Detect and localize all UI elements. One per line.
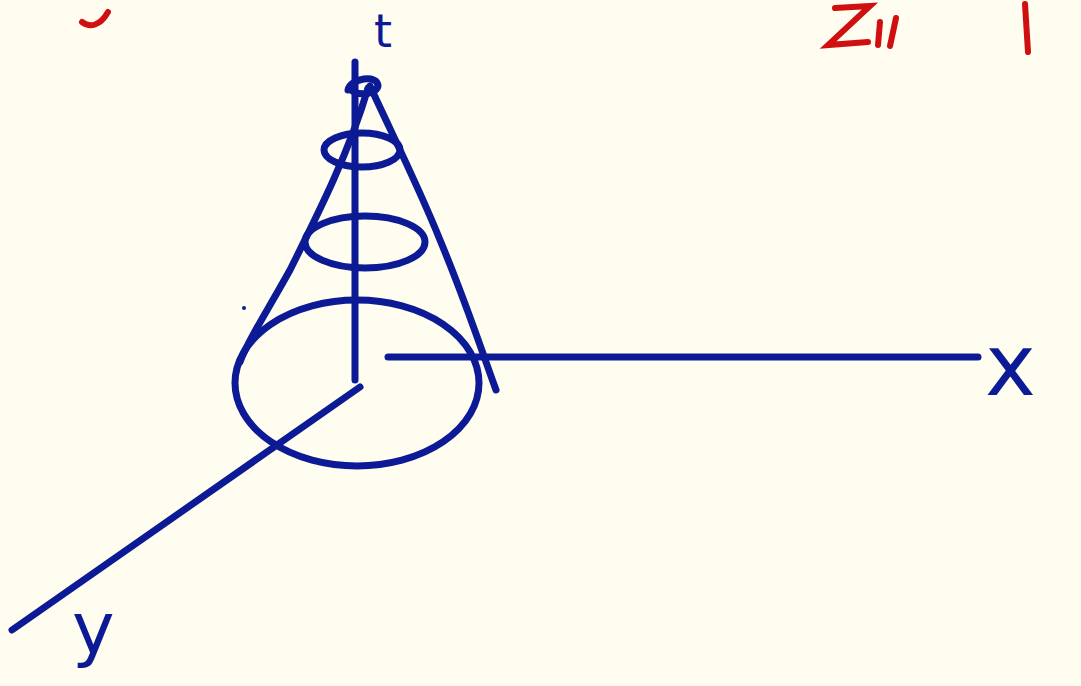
cone-side (240, 88, 368, 362)
cut-off-note (82, 4, 1028, 52)
axis-label: y (72, 592, 115, 664)
cone-apex (348, 79, 378, 94)
level-circle (324, 133, 400, 167)
level-circle (305, 216, 425, 268)
y-axis (12, 387, 360, 630)
t-axis (352, 62, 359, 380)
axis-label: x (985, 322, 1036, 408)
dot (242, 306, 246, 310)
cone-side (370, 86, 496, 390)
base-circle (235, 300, 479, 466)
axis-label: t (374, 8, 392, 54)
